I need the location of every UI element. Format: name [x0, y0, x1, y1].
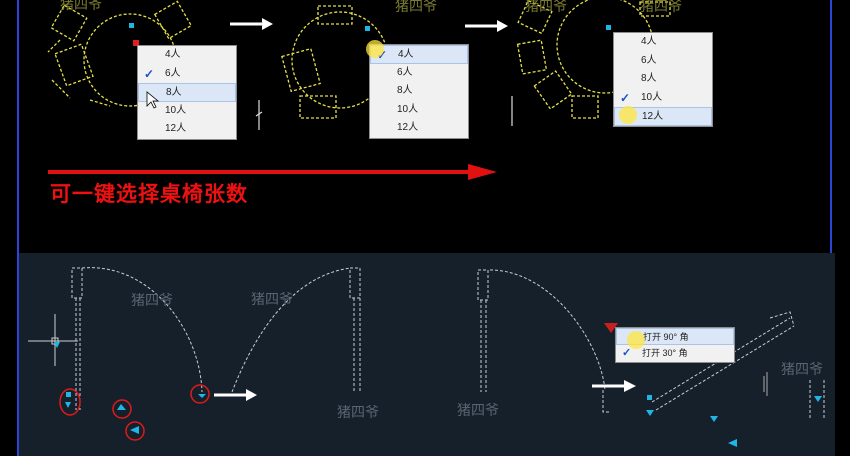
check-icon: ✓ — [620, 90, 631, 105]
grip[interactable] — [647, 395, 652, 400]
menu-item-10[interactable]: 10人 — [165, 104, 187, 116]
grip[interactable] — [130, 426, 139, 434]
watermark: 猪四爷 — [457, 403, 499, 419]
seat-count-menu-1[interactable]: 4人 ✓6人 8人 10人 12人 — [137, 45, 237, 140]
menu-item-10[interactable]: ✓10人 — [614, 89, 712, 108]
cursor-marks — [255, 96, 513, 130]
door-jamb — [769, 311, 795, 327]
step-arrows-top — [230, 18, 508, 32]
menu-item-4[interactable]: 4人 — [165, 49, 181, 60]
door-jamb — [477, 269, 489, 301]
watermark: 猪四爷 — [781, 362, 823, 378]
viewport-border-right — [830, 0, 832, 253]
door-swing-arc — [489, 269, 606, 391]
chair — [281, 47, 321, 93]
menu-item-8[interactable]: 8人 — [397, 85, 413, 96]
chair — [533, 70, 573, 110]
grip[interactable] — [814, 396, 822, 402]
viewport-border-left — [17, 0, 19, 456]
crosshair-cursor — [28, 314, 78, 366]
menu-item-4[interactable]: 4人 — [641, 36, 657, 47]
menu-item-open-30[interactable]: ✓打开 30° 角 — [616, 345, 734, 362]
door-blocks — [71, 267, 825, 420]
menu-item-12[interactable]: 12人 — [397, 122, 419, 133]
chair — [639, 1, 671, 17]
click-highlight — [366, 40, 384, 58]
door-stop — [602, 390, 610, 413]
watermark: 猪四爷 — [60, 0, 102, 13]
grip[interactable] — [728, 439, 737, 447]
menu-item-12[interactable]: 12人 — [614, 107, 712, 126]
chair — [50, 4, 88, 42]
chair — [317, 5, 353, 25]
door-leaf — [353, 298, 361, 392]
menu-item-6[interactable]: 6人 — [641, 54, 657, 66]
grip[interactable] — [66, 392, 71, 397]
grip[interactable] — [710, 416, 718, 422]
door-leaf — [480, 300, 487, 392]
seat-count-menu-2[interactable]: ✓4人 6人 8人 10人 12人 — [369, 44, 469, 139]
click-highlight — [627, 331, 645, 349]
menu-item-6[interactable]: ✓6人 — [138, 65, 236, 84]
watermark: 猪四爷 — [640, 0, 682, 15]
grip-points — [129, 23, 611, 31]
menu-item-8[interactable]: 8人 — [641, 73, 657, 84]
cursor-marks — [763, 372, 768, 396]
menu-item-12[interactable]: 12人 — [165, 123, 187, 134]
check-icon: ✓ — [144, 66, 155, 81]
chair — [571, 95, 599, 119]
door-grips — [54, 342, 822, 447]
grip[interactable] — [606, 25, 611, 30]
door-swing-arc — [81, 267, 203, 393]
watermark: 猪四爷 — [395, 0, 437, 15]
highlight-circles — [59, 384, 210, 441]
grip[interactable] — [646, 410, 654, 416]
caption-text: 可一键选择桌椅张数 — [50, 182, 248, 206]
selected-grip[interactable] — [604, 323, 618, 333]
watermark: 猪四爷 — [337, 405, 379, 421]
chair-lines — [47, 39, 111, 107]
grip[interactable] — [54, 342, 60, 348]
chair — [54, 43, 94, 87]
selected-grip[interactable] — [133, 40, 139, 46]
red-long-arrow — [48, 164, 497, 180]
door-jamb — [349, 267, 361, 299]
watermark: 猪四爷 — [131, 293, 173, 309]
grip[interactable] — [198, 394, 206, 398]
check-icon: ✓ — [377, 48, 388, 62]
grip[interactable] — [365, 26, 370, 31]
door-leaf — [75, 298, 81, 410]
grip[interactable] — [129, 23, 134, 28]
chair — [153, 0, 193, 40]
watermark: 猪四爷 — [251, 292, 293, 308]
grip[interactable] — [117, 404, 126, 410]
menu-item-8[interactable]: 8人 — [138, 83, 236, 102]
menu-item-open-90[interactable]: 打开 90° 角 — [616, 328, 734, 345]
step-arrows-bottom — [214, 380, 636, 401]
grip[interactable] — [65, 402, 71, 408]
click-highlight — [619, 106, 637, 124]
chair — [299, 95, 337, 119]
menu-item-10[interactable]: 10人 — [397, 103, 419, 115]
check-icon: ✓ — [622, 347, 632, 359]
chair — [516, 39, 548, 75]
door-jamb — [71, 267, 83, 299]
menu-item-4[interactable]: ✓4人 — [370, 45, 468, 64]
door-jamb — [809, 380, 825, 420]
watermark: 猪四爷 — [525, 0, 567, 15]
menu-item-6[interactable]: 6人 — [397, 66, 413, 78]
door-swing-arc — [231, 267, 351, 393]
